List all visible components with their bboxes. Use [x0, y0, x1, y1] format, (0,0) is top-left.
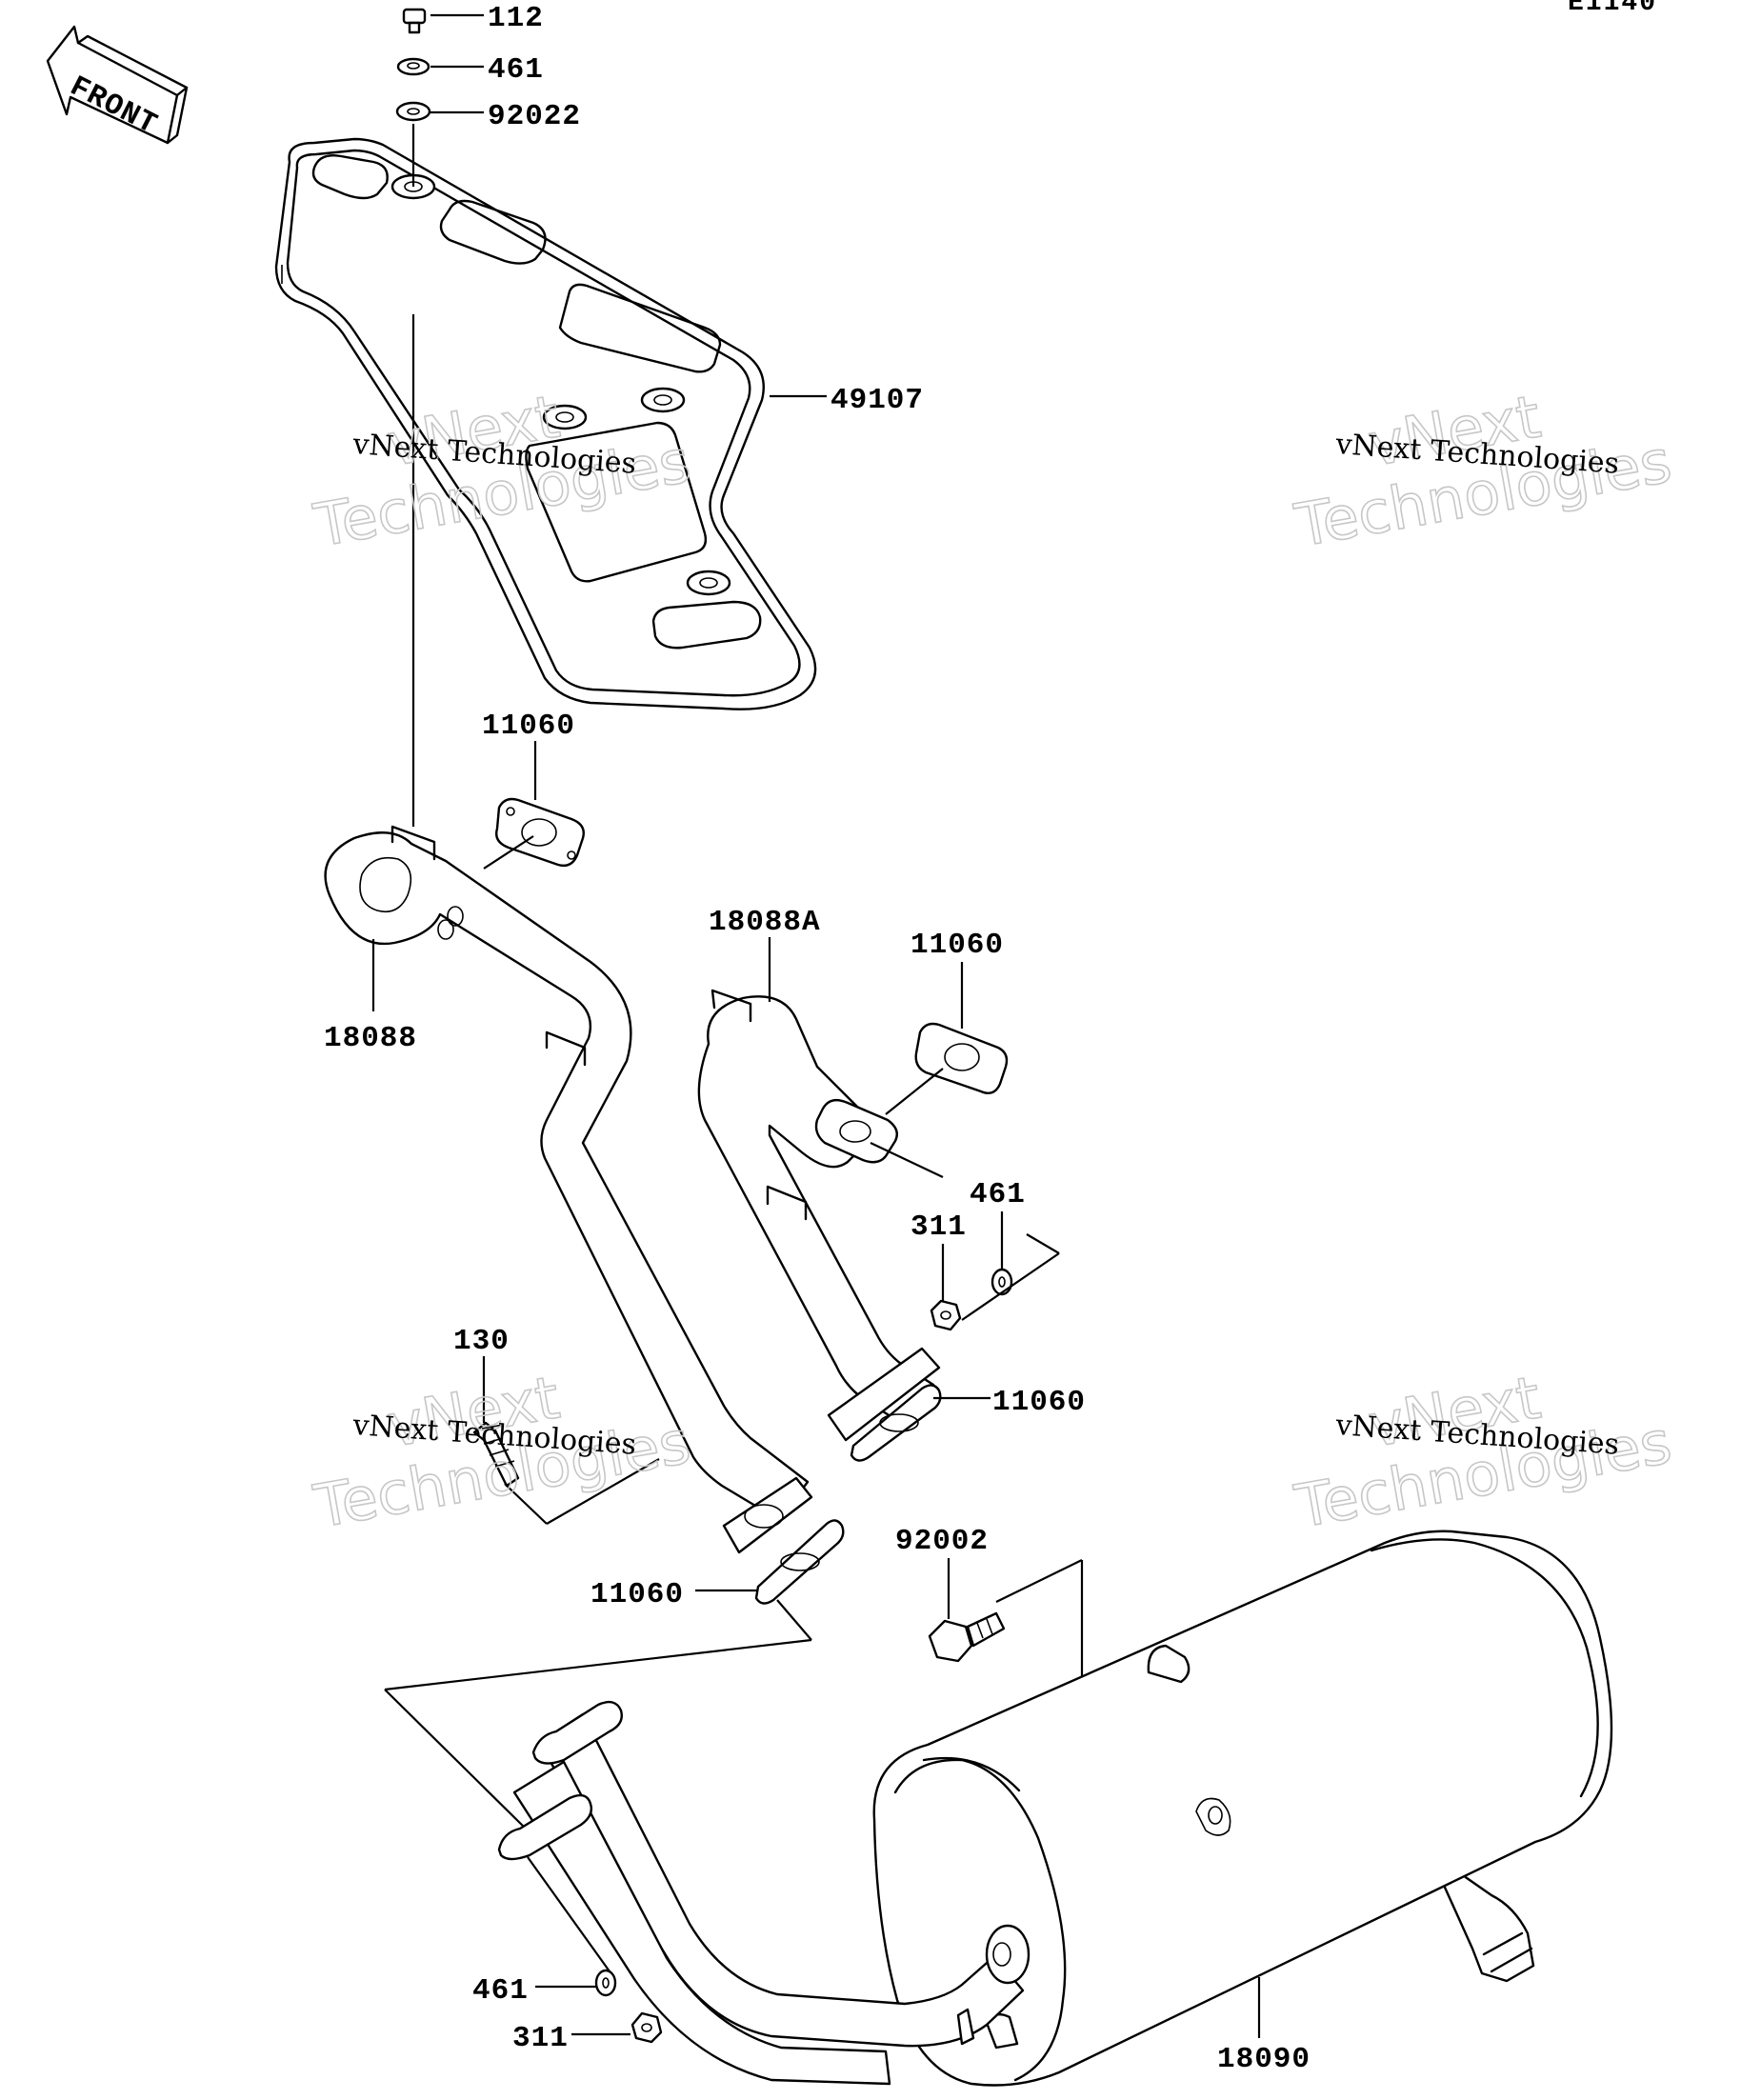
lock-washer-461-mid-icon	[991, 1268, 1013, 1296]
label-311-bot: 311	[512, 2022, 569, 2055]
lock-washer-461-icon	[396, 57, 430, 76]
bolt-92002-icon	[928, 1611, 1006, 1663]
front-arrow-icon: FRONT	[46, 25, 189, 145]
washer-92022-icon	[395, 101, 431, 122]
gasket-11060-a	[495, 797, 585, 868]
gasket-11060-b	[914, 1022, 1009, 1094]
tail-pipe	[497, 1700, 1031, 2086]
exhaust-pipe-18088a	[697, 989, 941, 1442]
label-18088: 18088	[324, 1022, 417, 1055]
gasket-11060-c	[850, 1384, 942, 1462]
stud-130-icon	[472, 1421, 520, 1488]
lock-washer-461-bot-icon	[594, 1969, 617, 1997]
heat-guard-49107	[274, 137, 817, 710]
nut-311-mid-icon	[930, 1299, 962, 1331]
label-49107: 49107	[830, 384, 924, 417]
label-461-bot: 461	[472, 1974, 529, 2008]
bolt-112-icon	[402, 8, 427, 34]
label-130: 130	[453, 1325, 510, 1358]
label-11060-d: 11060	[590, 1578, 684, 1611]
gasket-11060-d	[754, 1519, 845, 1605]
label-461-top: 461	[488, 53, 544, 87]
label-11060-a: 11060	[482, 710, 575, 743]
label-311-mid: 311	[911, 1210, 967, 1244]
front-label: FRONT	[64, 70, 162, 143]
label-11060-b: 11060	[911, 929, 1004, 962]
label-11060-c: 11060	[992, 1386, 1086, 1419]
label-18088a: 18088A	[709, 906, 821, 939]
diagram-code: E1140	[1568, 0, 1657, 18]
label-92022: 92022	[488, 100, 581, 133]
label-18090: 18090	[1217, 2043, 1311, 2076]
label-112: 112	[488, 2, 544, 35]
nut-311-bot-icon	[630, 2011, 663, 2044]
label-92002: 92002	[895, 1525, 989, 1558]
label-461-mid: 461	[970, 1178, 1026, 1211]
exhaust-pipe-18088	[324, 825, 813, 1554]
